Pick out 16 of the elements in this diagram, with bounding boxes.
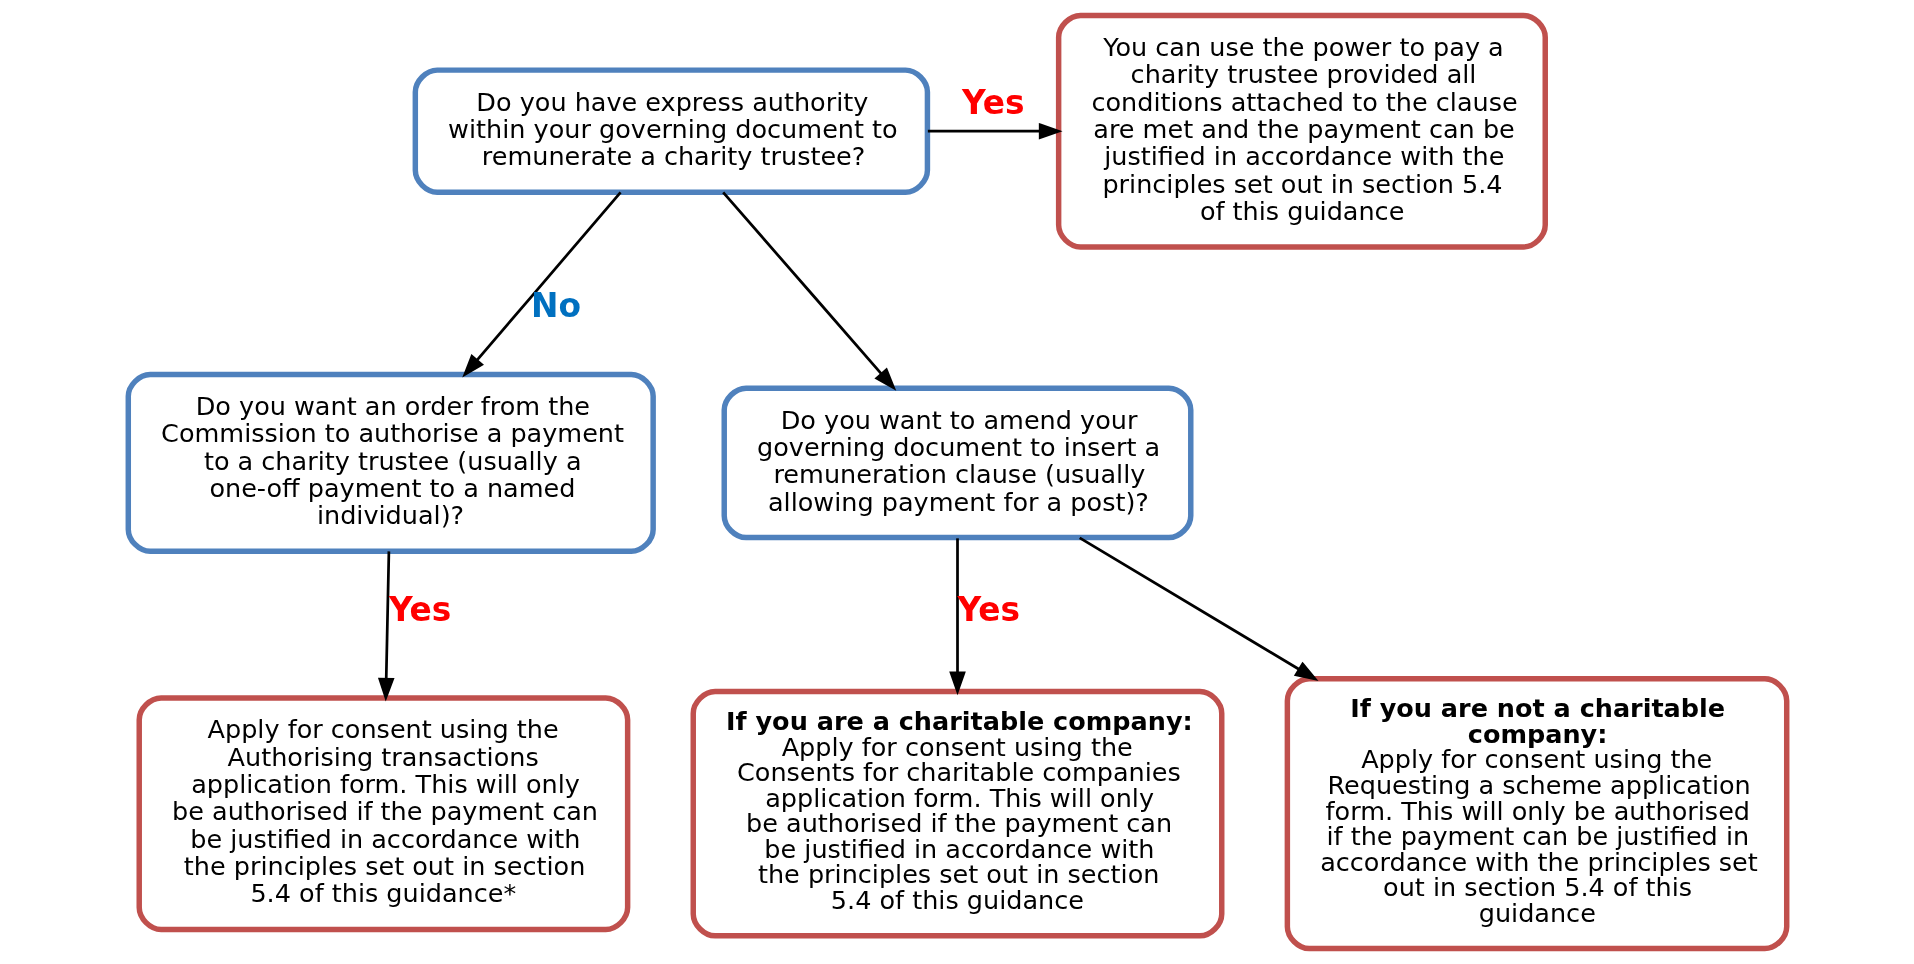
arrow xyxy=(927,122,1063,140)
arrow xyxy=(1078,536,1318,681)
node-box: If you are not a charitable company: Apply for consent using the Requesting a scheme application form. This will only be authorised if the payment can be justified in accordance with the principles set out in section 5.4 of this guidance xyxy=(1284,676,1789,952)
node-box: You can use the power to pay a charity trustee provided all conditions attached to the clause are met and the payment can be justified in accordance with the principles set out in section 5.4 of this guidance xyxy=(1055,12,1548,250)
node-box: Do you want an order from the Commission to authorise a payment to a charity trustee (usually a one-off payment to a named individual)? xyxy=(125,371,656,554)
edge-label: Yes xyxy=(961,83,1025,122)
node-box: Do you want to amend your governing document to insert a remuneration clause (usually allowing payment for a post)? xyxy=(721,385,1193,541)
edge-label: No xyxy=(530,286,581,325)
node-box: Apply for consent using the Authorising transactions application form. This will only be authorised if the payment can be justified in accordance with the principles set out in section 5.4 of this guidance* xyxy=(136,695,630,933)
arrow xyxy=(948,538,966,696)
arrow xyxy=(461,191,622,378)
edge-label: Yes xyxy=(388,591,451,630)
arrow xyxy=(721,191,896,391)
node-box: Do you have express authority within your governing document to remunerate a charity trustee? xyxy=(412,67,930,195)
arrow xyxy=(377,551,395,702)
node-box: If you are a charitable company: Apply for consent using the Consents for charitable companies application form. This will only be authorised if the payment can be justified in accordance with the principles set out in section 5.4 of this guidance xyxy=(690,688,1224,939)
